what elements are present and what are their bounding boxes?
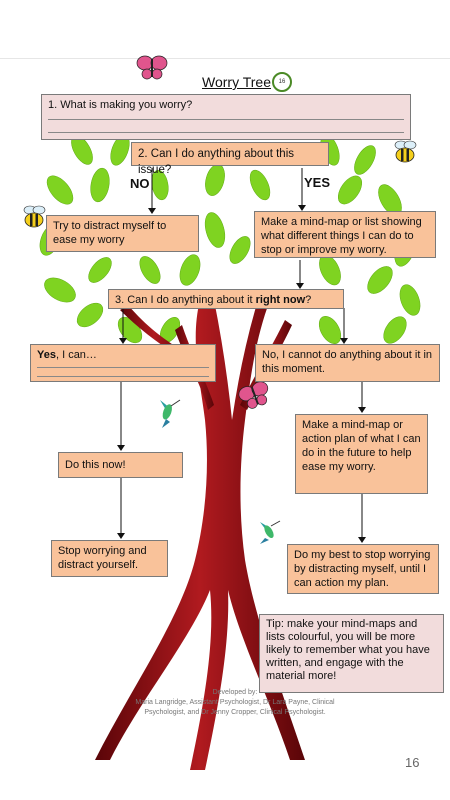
answer-line (37, 367, 209, 368)
hummingbird-icon (160, 399, 181, 428)
yes-can-box: Yes, I can… (30, 344, 216, 382)
distract-box: Try to distract myself to ease my worry (46, 215, 199, 252)
question-3-text-bold: right now (255, 294, 306, 306)
no-cannot-box: No, I cannot do anything about it in thi… (255, 344, 440, 382)
future-plan-text: Make a mind-map or action plan of what I… (302, 419, 421, 473)
yes-label: YES (304, 175, 331, 190)
yes-can-text: , I can… (55, 349, 97, 361)
credits-line-1: Developed by: (212, 689, 258, 696)
flow-arrows (120, 168, 363, 541)
best-stop-text: Do my best to stop worrying by distracti… (294, 549, 431, 589)
mindmap-text: Make a mind-map or list showing what dif… (261, 216, 422, 256)
mindmap-box: Make a mind-map or list showing what dif… (254, 211, 436, 258)
question-3-text-after: ? (305, 294, 312, 306)
future-plan-box: Make a mind-map or action plan of what I… (295, 414, 428, 494)
butterfly-icon (136, 55, 168, 80)
do-now-text: Do this now! (65, 459, 126, 471)
question-2-text: 2. Can I do anything about this issue? (138, 148, 294, 176)
bee-icon (23, 205, 46, 228)
stop-worrying-text: Stop worrying and distract yourself. (58, 545, 147, 571)
answer-line (37, 376, 209, 377)
stop-worrying-box: Stop worrying and distract yourself. (51, 540, 168, 577)
page-top-divider (0, 58, 450, 59)
no-cannot-text: No, I cannot do anything about it in thi… (262, 349, 433, 375)
butterfly-icon (238, 381, 269, 409)
question-2-box: 2. Can I do anything about this issue? (131, 142, 329, 176)
credits-line-3: Psychologist, and Dr Jenny Cropper, Clin… (144, 709, 326, 716)
page-badge: 16 (272, 72, 292, 92)
question-1-box: 1. What is making you worry? (41, 94, 411, 140)
credits-line-2: Maria Langridge, Assistant Psychologist,… (135, 699, 335, 706)
no-label: NO (130, 176, 150, 191)
answer-line (48, 119, 404, 120)
question-3-text-before: 3. Can I do anything about it (115, 294, 256, 306)
question-3-box: 3. Can I do anything about it right now? (108, 289, 344, 309)
page-number: 16 (405, 755, 420, 770)
best-stop-box: Do my best to stop worrying by distracti… (287, 544, 439, 594)
arrowheads (117, 205, 366, 543)
tree-leaves (39, 134, 421, 370)
distract-text: Try to distract myself to ease my worry (53, 220, 167, 246)
tip-box: Tip: make your mind-maps and lists colou… (259, 614, 444, 693)
credits: Developed by: Maria Langridge, Assistant… (120, 688, 350, 718)
tip-text: Tip: make your mind-maps and lists colou… (266, 618, 430, 682)
hummingbird-icon (260, 520, 281, 544)
answer-line (48, 132, 404, 133)
page-title: Worry Tree (202, 74, 271, 90)
bee-icon (394, 140, 417, 163)
do-now-box: Do this now! (58, 452, 183, 478)
yes-can-bold: Yes (37, 349, 56, 361)
question-1-text: 1. What is making you worry? (48, 99, 193, 111)
